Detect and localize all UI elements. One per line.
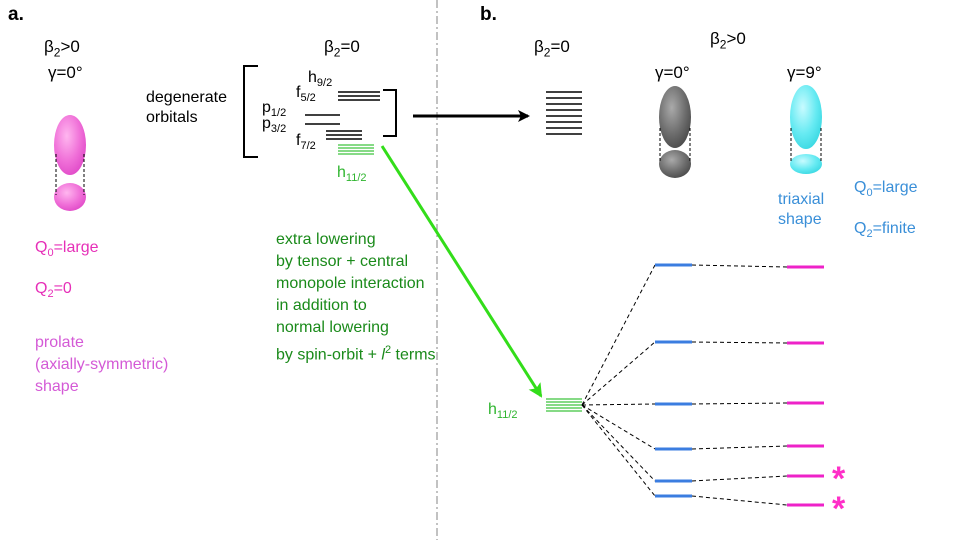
gamma0-label-b: γ=0°	[655, 63, 690, 82]
beta-zero-label-b: β2=0	[534, 37, 570, 60]
level-connectors	[691, 264, 788, 506]
gamma9-levels	[787, 265, 824, 507]
cyan-triaxial-shape	[790, 85, 822, 174]
degenerate-levels	[305, 91, 380, 140]
h11-2-levels-b	[546, 398, 582, 412]
panel-b-label: b.	[480, 4, 497, 25]
q0-label-b: Q0=large	[854, 179, 918, 200]
beta-zero-label-a: β2=0	[324, 37, 360, 60]
beta-positive-label-b: β2>0	[710, 29, 746, 52]
triaxial-shape-text: triaxial shape	[778, 191, 825, 228]
orbital-p1-2: p1/2	[262, 99, 287, 120]
star-marker-1: *	[832, 460, 846, 498]
orbital-h11-2-b: h11/2	[488, 401, 518, 422]
beta-positive-label-a: β2>0	[44, 37, 80, 60]
panel-a-label: a.	[8, 4, 24, 25]
degenerate-levels-b	[546, 91, 582, 135]
degenerate-bracket	[243, 65, 397, 158]
orbital-h11-2-a: h11/2	[337, 164, 367, 185]
q0-label-a: Q0=large	[35, 239, 99, 260]
gamma0-label-a: γ=0°	[48, 63, 83, 82]
orbital-f7-2: f7/2	[296, 132, 316, 153]
orbital-f5-2: f5/2	[296, 84, 316, 105]
lowering-annotation: extra lowering by tensor + central monop…	[276, 231, 436, 364]
prolate-shape	[54, 115, 86, 211]
prolate-shape-text: prolate (axially-symmetric) shape	[35, 334, 169, 395]
gamma9-label-b: γ=9°	[787, 63, 822, 82]
h11-2-levels-a	[338, 144, 374, 155]
degenerate-orbitals-label: degenerate orbitals	[146, 89, 227, 126]
gamma0-levels	[655, 263, 692, 498]
gray-prolate-shape	[659, 86, 691, 178]
split-connectors	[581, 264, 656, 497]
lowering-arrow	[380, 145, 543, 398]
orbital-h9-2: h9/2	[308, 69, 333, 90]
q2-label-a: Q2=0	[35, 280, 72, 301]
star-marker-2: *	[832, 490, 846, 528]
orbital-p3-2: p3/2	[262, 115, 287, 136]
q2-label-b: Q2=finite	[854, 220, 916, 241]
